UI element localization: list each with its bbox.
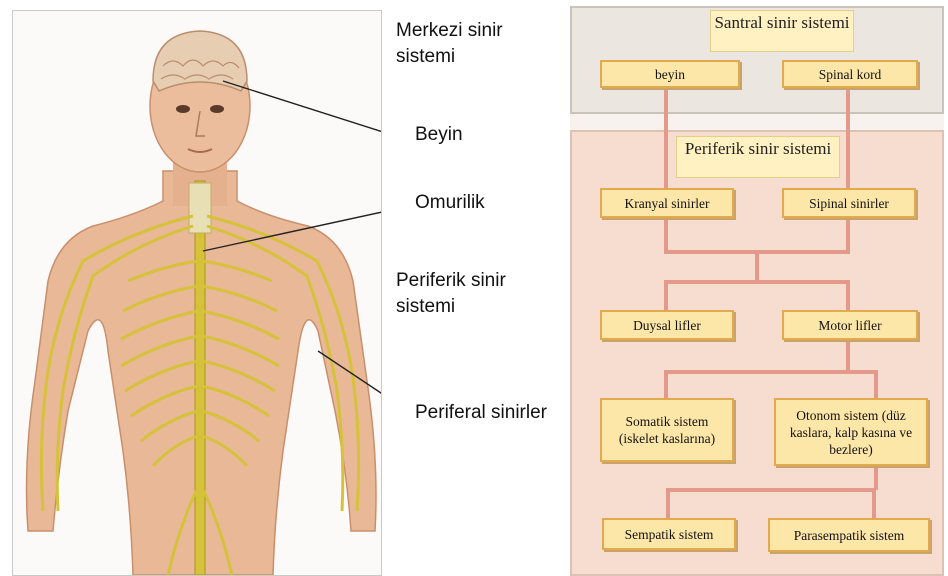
- brain-icon: [153, 31, 247, 91]
- flowchart-connectors: [570, 6, 944, 574]
- human-body-figure: [13, 11, 381, 575]
- node-motor-fibers: Motor lifler: [782, 310, 918, 340]
- node-spinal-nerves: Sipinal sinirler: [782, 188, 916, 218]
- pns-label: Periferik sinir sistemi: [396, 268, 546, 319]
- anatomy-illustration: [12, 10, 382, 576]
- node-autonomic-system: Otonom sistem (düz kaslara, kalp kasına …: [774, 398, 928, 466]
- node-parasympathetic-system: Parasempatik sistem: [768, 518, 930, 552]
- peripheral-nerves-label: Periferal sinirler: [415, 400, 547, 426]
- nervous-system-flowchart: Santral sinir sistemi Periferik sinir si…: [570, 6, 944, 574]
- brain-label: Beyin: [415, 122, 463, 148]
- node-spinal-cord: Spinal kord: [782, 60, 918, 88]
- node-brain: beyin: [600, 60, 740, 88]
- node-somatic-system: Somatik sistem (iskelet kaslarına): [600, 398, 734, 462]
- node-sensory-fibers: Duysal lifler: [600, 310, 734, 340]
- node-sympathetic-system: Sempatik sistem: [602, 518, 736, 550]
- pns-title: Periferik sinir sistemi: [676, 136, 840, 178]
- node-cranial-nerves: Kranyal sinirler: [600, 188, 734, 218]
- cns-label: Merkezi sinir sistemi: [396, 18, 546, 69]
- spinal-cord-icon: [195, 181, 205, 575]
- spinal-cord-label: Omurilik: [415, 190, 485, 216]
- cns-title: Santral sinir sistemi: [710, 10, 854, 52]
